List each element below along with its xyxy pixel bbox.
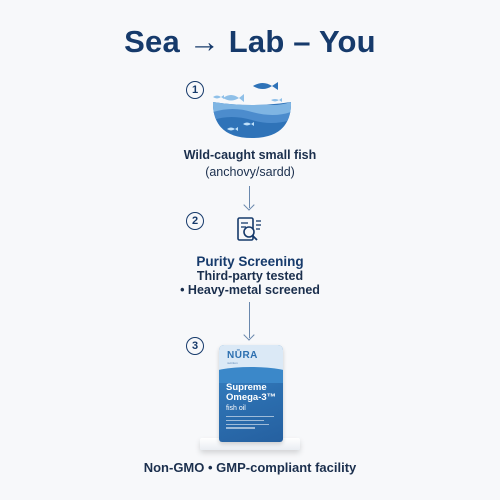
step2-line2: • Heavy-metal screened bbox=[180, 283, 320, 297]
page-title: Sea → Lab – You bbox=[124, 24, 376, 59]
lab-report-magnifier-icon bbox=[235, 215, 265, 250]
brand-logo: NŪRA bbox=[227, 350, 258, 361]
product-type: fish oil bbox=[226, 405, 246, 412]
pouch-fine-print bbox=[226, 416, 274, 431]
step3-caption: Non-GMO • GMP-compliant facility bbox=[143, 460, 357, 475]
step1-line2: (anchovy/sardd) bbox=[205, 165, 295, 179]
step-number-3: 3 bbox=[186, 337, 204, 355]
step2-heading: Purity Screening bbox=[196, 254, 304, 269]
supplement-pouch: NŪRA nutrition Supreme Omega-3™ fish oil bbox=[219, 345, 283, 442]
step2-line1: Third-party tested bbox=[196, 269, 304, 283]
step-number-1: 1 bbox=[186, 81, 204, 99]
arrow-down-1 bbox=[249, 186, 251, 208]
pouch-label-band bbox=[219, 345, 283, 383]
arrow-down-2 bbox=[249, 302, 251, 338]
step-number-2: 2 bbox=[186, 212, 204, 230]
brand-subtitle: nutrition bbox=[227, 361, 238, 365]
product-name-line2: Omega-3™ bbox=[226, 392, 277, 403]
ocean-fish-icon bbox=[209, 80, 295, 147]
step1-line1: Wild-caught small fish bbox=[183, 148, 317, 162]
product-name: Supreme Omega-3™ bbox=[226, 383, 276, 403]
product-name-line1: Supreme bbox=[226, 382, 267, 393]
